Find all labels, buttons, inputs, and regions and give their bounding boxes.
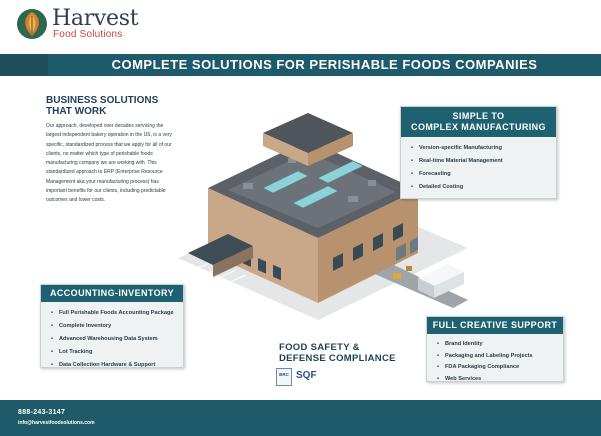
- manufacturing-list: Version-specific Manufacturing Real-time…: [401, 137, 556, 194]
- list-item: Advanced Warehousing Data System: [51, 333, 183, 346]
- brand-name: Harvest: [52, 6, 139, 31]
- creative-heading: FULL CREATIVE SUPPORT: [427, 317, 563, 334]
- list-item: Detailed Costing: [411, 181, 556, 194]
- brand-subtitle: Food Solutions: [53, 29, 123, 40]
- safety-heading-line2: DEFENSE COMPLIANCE: [279, 353, 396, 364]
- sqf-certification-icon: SQF: [296, 370, 317, 381]
- manufacturing-card: SIMPLE TO COMPLEX MANUFACTURING Version-…: [400, 106, 557, 199]
- list-item: Forecasting: [411, 168, 556, 181]
- sqf-label: SQF: [296, 370, 317, 381]
- page-title: COMPLETE SOLUTIONS FOR PERISHABLE FOODS …: [111, 57, 538, 72]
- accounting-list: Full Perishable Foods Accounting Package…: [41, 302, 183, 372]
- factory-building-illustration: [178, 113, 468, 320]
- list-item: FDA Packaging Compliance: [437, 362, 563, 374]
- creative-card: FULL CREATIVE SUPPORT Brand Identity Pac…: [426, 316, 564, 385]
- footer-phone[interactable]: 888-243-3147: [18, 409, 66, 416]
- brc-label: BRC: [279, 372, 289, 377]
- list-item: Data Collection Hardware & Support: [51, 359, 183, 372]
- list-item: Brand Identity: [437, 339, 563, 351]
- list-item: Lot Tracking: [51, 346, 183, 359]
- food-safety-section: FOOD SAFETY & DEFENSE COMPLIANCE: [279, 342, 399, 364]
- creative-list: Brand Identity Packaging and Labeling Pr…: [427, 334, 563, 385]
- intro-heading-line1: BUSINESS SOLUTIONS: [46, 95, 159, 106]
- accounting-heading: ACCOUNTING-INVENTORY: [41, 285, 183, 302]
- intro-heading-line2: THAT WORK: [46, 106, 107, 117]
- list-item: Real-time Material Management: [411, 155, 556, 168]
- harvest-leaf-icon: [17, 9, 47, 39]
- list-item: Web Services: [437, 374, 563, 386]
- brc-certification-icon: BRC: [276, 368, 292, 386]
- list-item: Version-specific Manufacturing: [411, 142, 556, 155]
- accounting-card: ACCOUNTING-INVENTORY Full Perishable Foo…: [40, 284, 184, 372]
- manufacturing-heading: SIMPLE TO COMPLEX MANUFACTURING: [401, 107, 556, 137]
- list-item: Complete Inventory: [51, 320, 183, 333]
- intro-section: BUSINESS SOLUTIONS THAT WORK Our approac…: [46, 95, 174, 206]
- safety-heading-line1: FOOD SAFETY &: [279, 342, 360, 353]
- banner-accent: [0, 54, 48, 76]
- list-item: Packaging and Labeling Projects: [437, 351, 563, 363]
- manufacturing-heading-line1: SIMPLE TO: [452, 111, 505, 121]
- footer-email[interactable]: info@harvestfoodsolutions.com: [18, 420, 95, 426]
- list-item: Full Perishable Foods Accounting Package: [51, 307, 183, 320]
- brand-logo: Harvest Food Solutions: [16, 6, 166, 42]
- title-banner: [0, 54, 601, 76]
- intro-body: Our approach, developed over decades ser…: [46, 123, 172, 204]
- footer-bar: [0, 400, 601, 436]
- manufacturing-heading-line2: COMPLEX MANUFACTURING: [411, 122, 546, 132]
